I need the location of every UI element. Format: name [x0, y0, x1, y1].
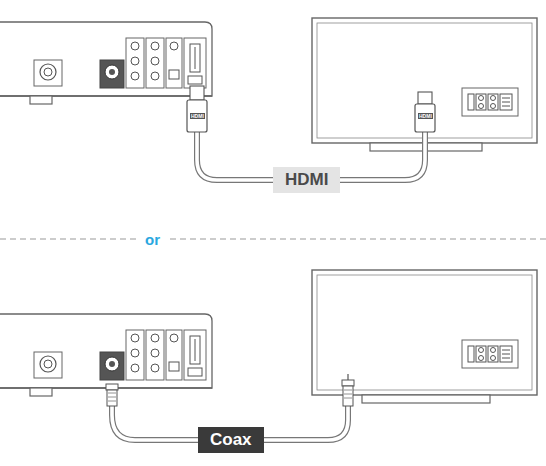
plug-label: HDMI [190, 113, 205, 119]
cable-label: HDMI [273, 167, 340, 193]
plug-label: HDMI [418, 113, 433, 119]
separator-word: or [139, 231, 166, 248]
cable-label: Coax [198, 427, 264, 453]
